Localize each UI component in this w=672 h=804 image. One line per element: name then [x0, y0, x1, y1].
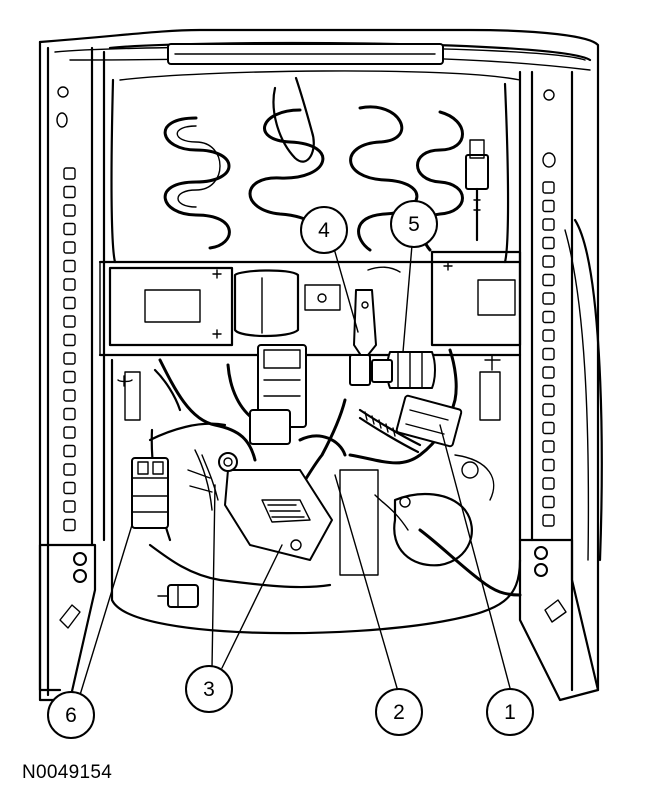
right-side-rail [518, 70, 574, 692]
rail-slot [63, 167, 76, 180]
rail-slot [63, 315, 76, 328]
rail-slot [542, 421, 555, 435]
callout-5: 5 [390, 200, 438, 248]
callout-1-label: 1 [504, 701, 516, 724]
rail-slot [542, 384, 555, 398]
callout-2: 2 [375, 688, 423, 736]
rail-slot [542, 292, 555, 305]
leader-lines [79, 244, 511, 696]
rail-slot [63, 444, 76, 458]
rail-slot [63, 407, 76, 421]
central-connector [249, 344, 307, 445]
callout-3: 3 [185, 665, 233, 713]
callout-6: 6 [47, 691, 95, 739]
left-lower-bracket [38, 543, 97, 702]
cross-member [98, 250, 522, 357]
rail-slot [63, 222, 76, 236]
rail-slot [542, 236, 555, 250]
rail-slot [542, 495, 555, 509]
rail-slot [63, 241, 76, 254]
rail-slot [542, 440, 555, 453]
sensor-module [218, 452, 333, 561]
left-connector [131, 457, 169, 529]
rail-slot [63, 204, 76, 217]
rail-slot [542, 329, 555, 342]
left-side-rail [46, 46, 106, 697]
rail-slot [63, 333, 76, 347]
rail-slot [542, 273, 555, 287]
rail-slot [542, 403, 555, 416]
callout-2-label: 2 [393, 701, 405, 724]
rail-slot [63, 370, 76, 384]
rail-slot [542, 347, 555, 361]
headrest-tube [167, 43, 444, 65]
rail-slot [63, 389, 76, 402]
lower-small-connector [157, 584, 199, 608]
rail-slot [542, 255, 555, 268]
rail-slot [63, 463, 76, 476]
callout-4: 4 [300, 206, 348, 254]
rail-slot [542, 218, 555, 231]
rail-slot [63, 296, 76, 310]
rail-slot [542, 366, 555, 379]
callout-5-label: 5 [408, 213, 420, 236]
upper-right-pigtail [465, 139, 489, 242]
rail-slot [63, 352, 76, 365]
rail-slot [63, 185, 76, 199]
seat-springs [110, 70, 521, 264]
seat-frame [38, 28, 603, 692]
callout-1: 1 [486, 688, 534, 736]
rail-slot [63, 518, 76, 532]
wiring-harness [148, 348, 522, 597]
small-sensor-bracket [349, 289, 377, 386]
rail-slot [542, 199, 555, 213]
rail-slot [63, 426, 76, 439]
rail-slot [63, 481, 76, 495]
rail-slot [542, 181, 555, 194]
callout-6-label: 6 [65, 704, 77, 727]
rail-slot [542, 458, 555, 472]
callout-4-label: 4 [318, 219, 330, 242]
right-lower-bracket [518, 538, 600, 702]
figure-id: N0049154 [22, 762, 113, 783]
rail-slot [63, 259, 76, 273]
rail-slot [542, 514, 555, 527]
callout-3-label: 3 [203, 678, 215, 701]
rail-slot [63, 500, 76, 513]
lower-seat-pan [110, 354, 522, 635]
right-connector [395, 394, 463, 448]
buckle-sensor [371, 351, 436, 389]
rail-slot [542, 310, 555, 324]
rail-slot [63, 278, 76, 291]
rail-slot [542, 477, 555, 490]
